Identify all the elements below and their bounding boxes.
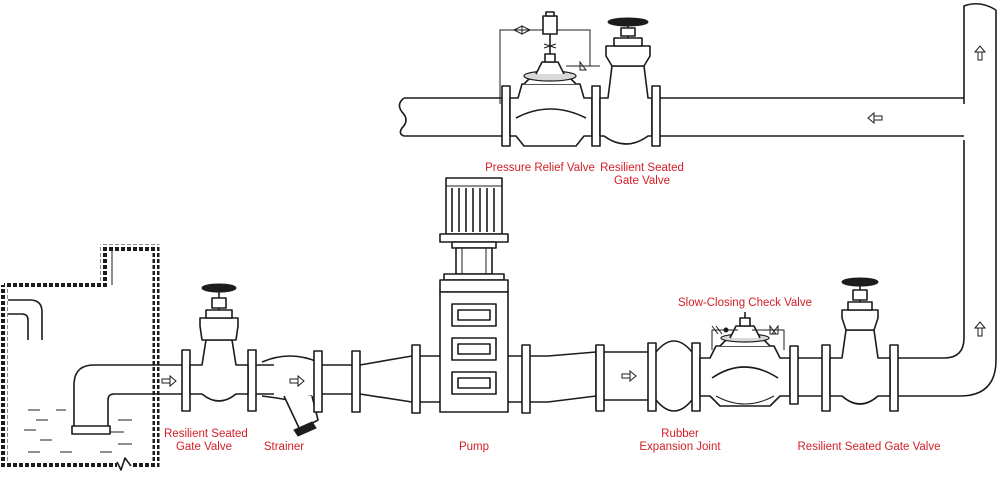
flange xyxy=(521,344,531,414)
label-line: Resilient Seated xyxy=(164,428,248,440)
label-line: Gate Valve xyxy=(613,175,671,187)
riser-pipe xyxy=(898,2,997,397)
label-line: Resilient Seated xyxy=(600,162,684,174)
tank-icon xyxy=(0,244,182,471)
check-valve-icon xyxy=(699,312,799,407)
handwheel-icon xyxy=(841,277,879,287)
label-line: Rubber xyxy=(661,428,699,440)
flow-arrow-icon xyxy=(289,375,305,387)
flow-arrow-icon xyxy=(974,321,986,337)
pump-label: Pump xyxy=(458,441,490,453)
label-line: Expansion Joint xyxy=(639,441,721,453)
pump-icon xyxy=(439,177,509,413)
flange xyxy=(595,344,605,412)
flange xyxy=(351,350,361,413)
expansion-joint-label: Rubber Expansion Joint xyxy=(628,428,732,454)
water-surface xyxy=(24,409,132,453)
flow-arrow-icon xyxy=(974,45,986,61)
handwheel-icon xyxy=(607,17,649,27)
strainer-label: Strainer xyxy=(263,441,305,453)
flow-arrow-icon xyxy=(161,375,177,387)
gate-valve-left-label: Resilient Seated Gate Valve xyxy=(164,428,248,454)
header-pipe xyxy=(398,97,964,137)
check-valve-label: Slow-Closing Check Valve xyxy=(677,297,812,309)
reducer xyxy=(359,344,440,414)
relief-valve-label: Pressure Relief Valve xyxy=(485,162,595,174)
gate-valve-right-icon xyxy=(821,277,899,412)
relief-valve-icon xyxy=(499,11,601,147)
flow-arrow-icon xyxy=(867,112,883,124)
gate-valve-right-label: Resilient Seated Gate Valve xyxy=(797,441,941,453)
gate-valve-left-icon xyxy=(181,283,257,412)
handwheel-icon xyxy=(201,283,237,293)
strainer-icon xyxy=(261,350,323,437)
label-line: Gate Valve xyxy=(175,441,233,453)
gate-valve-top-icon xyxy=(599,17,661,147)
expansion-joint-icon xyxy=(647,340,701,412)
gate-valve-top-label: Resilient Seated Gate Valve xyxy=(596,162,688,188)
flow-arrow-icon xyxy=(621,370,637,382)
